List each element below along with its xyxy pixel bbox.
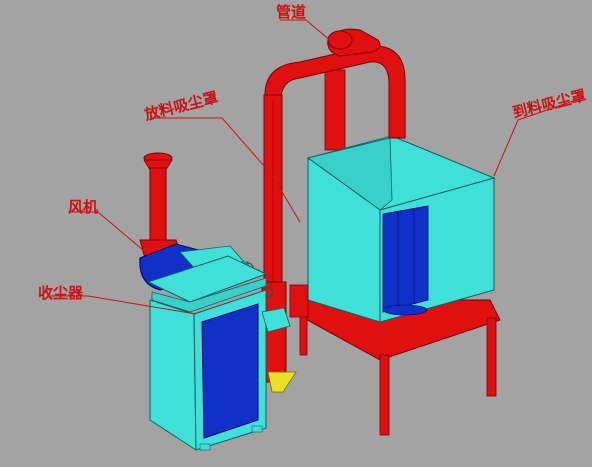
label-discharge-hood: 放料吸尘罩 [142, 88, 220, 124]
leader-lines [50, 19, 583, 315]
pipe-network [261, 28, 406, 393]
label-collector: 收尘器 [38, 284, 84, 302]
pipe-leader [280, 19, 333, 43]
receiving-hood [306, 135, 496, 323]
hood-duct [324, 69, 346, 151]
dust-collector [146, 255, 291, 451]
fan [139, 152, 274, 298]
label-receiving-hood: 到料吸尘罩 [511, 86, 588, 122]
fan-leader [70, 211, 151, 257]
discharge-hood-leader [150, 117, 301, 223]
label-fan: 风机 [68, 198, 98, 216]
label-pipe: 管道 [276, 3, 306, 21]
collector-leader [50, 295, 197, 315]
hood-stand [289, 299, 501, 436]
receiving-hood-leader [493, 97, 583, 177]
